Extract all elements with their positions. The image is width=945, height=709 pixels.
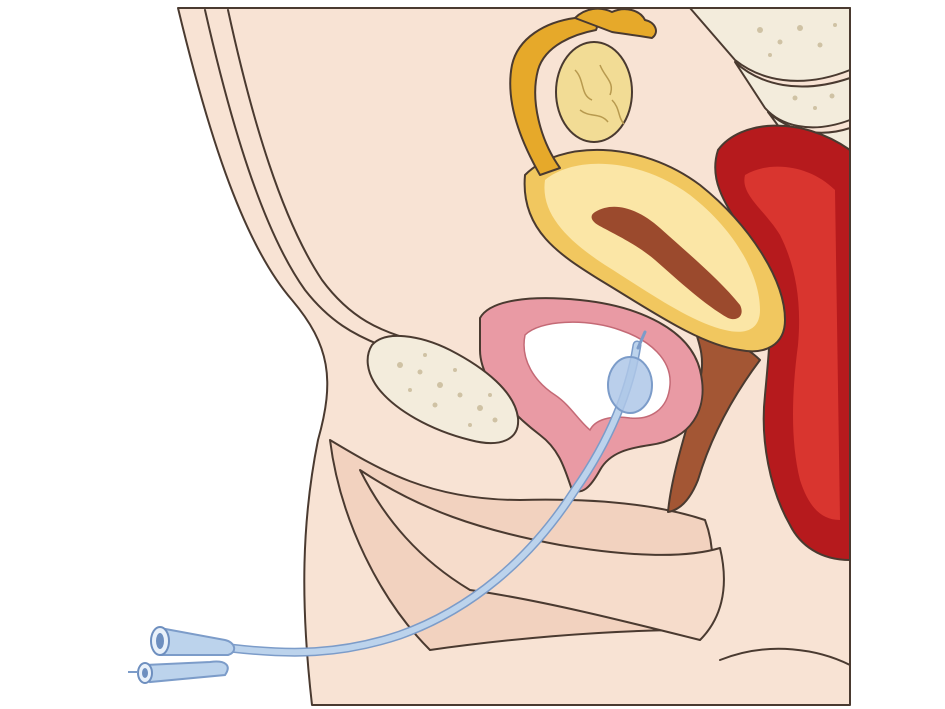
catheter-balloon-icon	[607, 356, 653, 414]
abdominal-wall-layer	[204, 9, 381, 346]
urinary-catheter-icon	[128, 330, 647, 684]
pubic-bone-icon	[366, 334, 520, 444]
fallopian-tube-icon	[509, 7, 657, 176]
abdominal-wall-layer	[227, 9, 421, 343]
perineum-fold	[359, 469, 725, 641]
ovary-icon	[555, 41, 633, 143]
uterus-icon	[523, 148, 786, 353]
buttock-fold	[719, 647, 851, 666]
